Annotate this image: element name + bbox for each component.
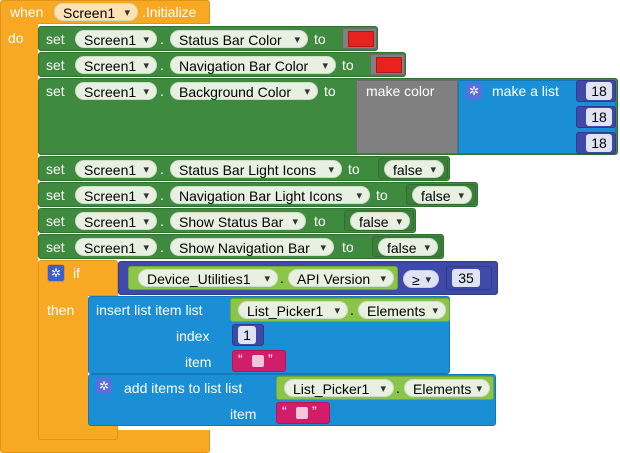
to-label: to — [348, 161, 360, 177]
set-label: set — [46, 57, 65, 73]
make-a-list-label: make a list — [492, 83, 559, 99]
property-dropdown[interactable]: API Version — [288, 269, 394, 288]
event-block-body — [0, 22, 38, 442]
to-label: to — [314, 31, 326, 47]
api-version-value[interactable]: 35 — [452, 269, 480, 287]
to-label: to — [376, 187, 388, 203]
set-label: set — [46, 187, 65, 203]
property-dropdown[interactable]: Status Bar Light Icons — [170, 160, 342, 179]
to-label: to — [314, 213, 326, 229]
property-dropdown[interactable]: Navigation Bar Light Icons — [170, 186, 370, 205]
boolean-dropdown[interactable]: false — [384, 160, 444, 179]
dot-separator: . — [160, 213, 164, 229]
to-label: to — [324, 83, 336, 99]
open-quote: “ — [238, 351, 243, 367]
if-block-footer — [38, 424, 118, 440]
gear-icon[interactable]: ✲ — [47, 264, 65, 282]
red-color-swatch[interactable] — [348, 31, 374, 47]
if-block-body — [38, 295, 88, 430]
close-quote: ” — [268, 351, 273, 367]
set-label: set — [46, 31, 65, 47]
make-color-block[interactable] — [356, 80, 458, 154]
dot-separator: . — [160, 83, 164, 99]
do-label: do — [8, 30, 24, 46]
component-dropdown[interactable]: Screen1 — [75, 56, 157, 75]
dot-separator: . — [160, 31, 164, 47]
property-dropdown[interactable]: Show Status Bar — [170, 212, 306, 231]
operator-dropdown[interactable]: ≥ — [403, 270, 439, 289]
item-label: item — [185, 354, 212, 370]
property-dropdown[interactable]: Elements — [358, 301, 446, 320]
dot-separator: . — [160, 239, 164, 255]
component-dropdown[interactable]: Screen1 — [75, 186, 157, 205]
property-dropdown[interactable]: Background Color — [170, 82, 318, 101]
open-quote: “ — [282, 403, 287, 419]
set-label: set — [46, 239, 65, 255]
red-color-swatch[interactable] — [376, 57, 402, 73]
add-items-to-list-label: add items to list list — [124, 380, 243, 396]
empty-text-field[interactable] — [252, 355, 264, 367]
event-component-dropdown[interactable]: Screen1 — [54, 3, 138, 22]
dot-separator: . — [160, 187, 164, 203]
dot-separator: . — [160, 57, 164, 73]
close-quote: ” — [312, 403, 317, 419]
make-color-label: make color — [366, 83, 435, 99]
boolean-dropdown[interactable]: false — [378, 238, 438, 257]
to-label: to — [342, 57, 354, 73]
gear-icon[interactable]: ✲ — [466, 83, 482, 99]
index-label: index — [176, 328, 210, 344]
component-dropdown[interactable]: Screen1 — [75, 212, 157, 231]
dot-separator: . — [350, 302, 354, 318]
property-dropdown[interactable]: Status Bar Color — [170, 30, 308, 49]
component-dropdown[interactable]: List_Picker1 — [284, 379, 394, 398]
boolean-dropdown[interactable]: false — [350, 212, 410, 231]
dot-separator: . — [280, 270, 284, 286]
if-label: if — [73, 265, 80, 281]
property-dropdown[interactable]: Elements — [404, 379, 490, 398]
when-label: when — [10, 4, 44, 20]
set-label: set — [46, 213, 65, 229]
gear-icon[interactable]: ✲ — [96, 378, 112, 394]
component-dropdown[interactable]: Screen1 — [75, 82, 157, 101]
dot-separator: . — [396, 380, 400, 396]
insert-list-item-label: insert list item list — [96, 302, 203, 318]
set-label: set — [46, 83, 65, 99]
empty-text-field[interactable] — [296, 407, 308, 419]
component-dropdown[interactable]: Device_Utilities1 — [138, 269, 278, 288]
component-dropdown[interactable]: Screen1 — [75, 30, 157, 49]
property-dropdown[interactable]: Navigation Bar Color — [170, 56, 336, 75]
index-value[interactable]: 1 — [238, 326, 256, 344]
list-item-value[interactable]: 18 — [586, 82, 612, 100]
event-name-label: .Initialize — [142, 4, 197, 20]
set-label: set — [46, 161, 65, 177]
list-item-value[interactable]: 18 — [586, 134, 612, 152]
then-label: then — [47, 302, 75, 318]
component-dropdown[interactable]: Screen1 — [75, 160, 157, 179]
component-dropdown[interactable]: List_Picker1 — [238, 301, 348, 320]
to-label: to — [342, 239, 354, 255]
property-dropdown[interactable]: Show Navigation Bar — [170, 238, 334, 257]
list-item-value[interactable]: 18 — [586, 108, 612, 126]
item-label: item — [230, 406, 257, 422]
dot-separator: . — [160, 161, 164, 177]
boolean-dropdown[interactable]: false — [412, 186, 472, 205]
component-dropdown[interactable]: Screen1 — [75, 238, 157, 257]
